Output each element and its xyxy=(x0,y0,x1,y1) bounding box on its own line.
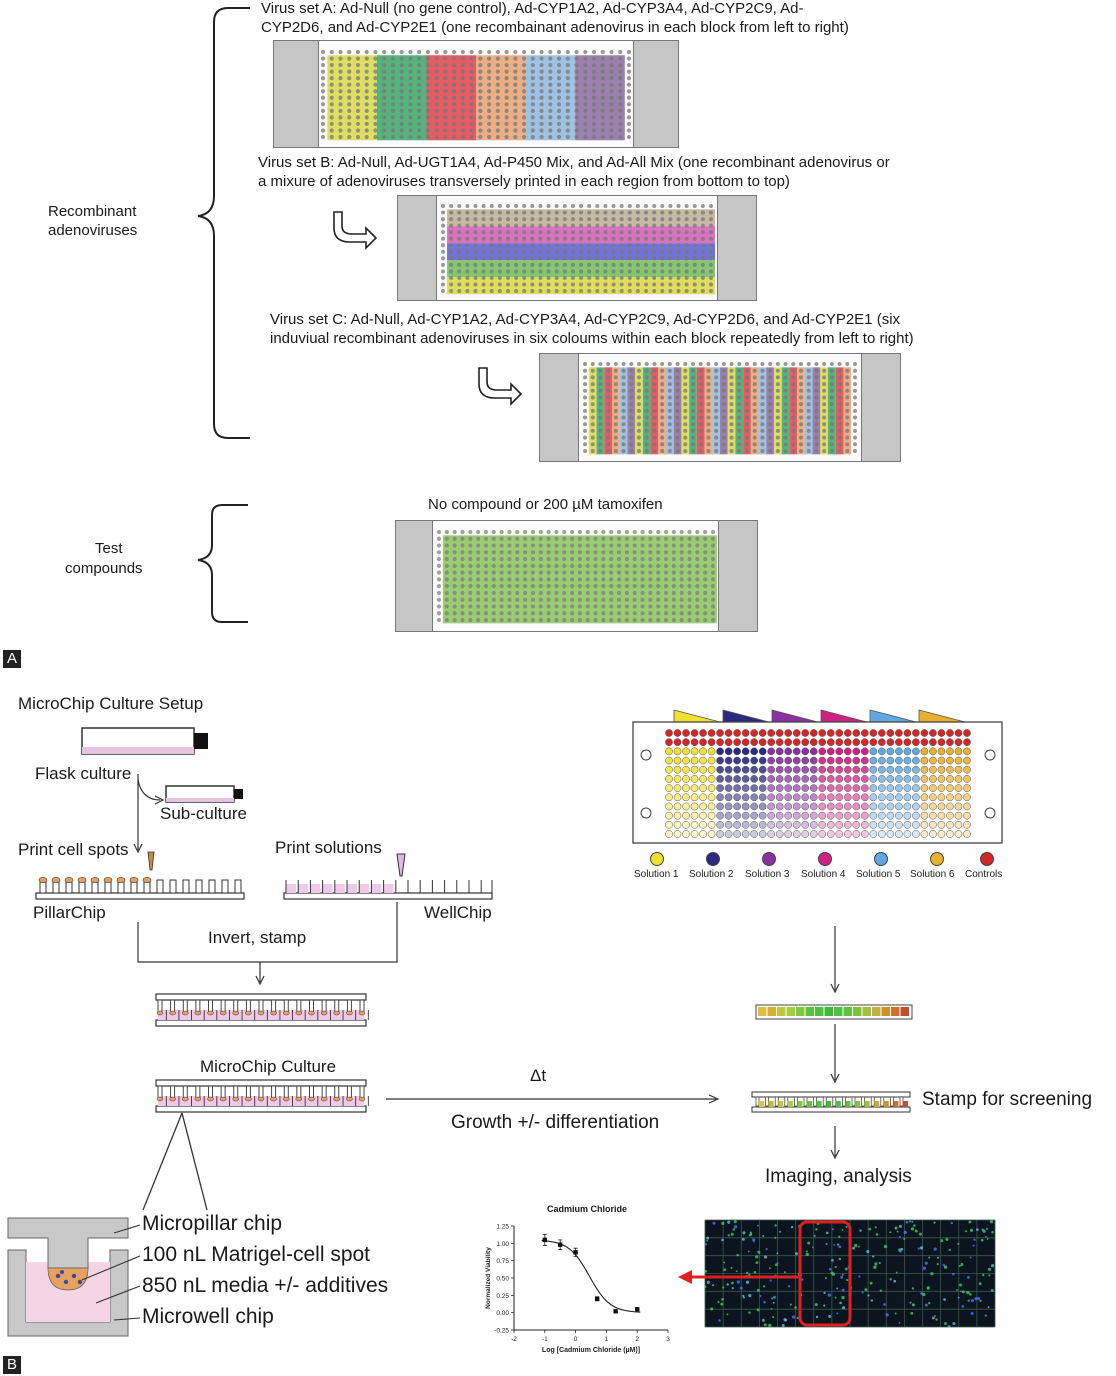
y-axis-label: Normalized Viability xyxy=(485,1247,492,1309)
x-tick-label: 3 xyxy=(666,1336,670,1343)
legend-label: Solution 4 xyxy=(801,869,846,880)
legend-swatch xyxy=(818,852,832,866)
legend-swatch xyxy=(874,852,888,866)
legend-label: Solution 5 xyxy=(856,869,901,880)
print-solutions-label: Print solutions xyxy=(275,838,382,857)
print-cell-spots-label: Print cell spots xyxy=(18,840,129,859)
x-tick-label: 1 xyxy=(605,1336,609,1343)
panel-b-tag: B xyxy=(3,1356,21,1374)
stamped-chip-icon xyxy=(155,993,369,1027)
chip-set-a xyxy=(273,40,679,148)
microchip-culture-icon xyxy=(155,1079,369,1113)
chart-plot-area: -0.25 0.00 0.25 0.50 0.75 1.00 1.25 -2 -1 0 1 2 3Log… xyxy=(485,1224,670,1355)
flask-culture-label: Flask culture xyxy=(35,764,132,783)
invert-stamp-label: Invert, stamp xyxy=(208,928,307,947)
x-axis-label: Log [Cadmium Chloride (µM)] xyxy=(542,1347,640,1354)
cross-section-icon xyxy=(7,1217,129,1337)
y-tick-label: 0.00 xyxy=(496,1310,509,1317)
legend-item: Solution 3 xyxy=(740,852,796,882)
callout-micropillar: Micropillar chip xyxy=(142,1212,283,1235)
chip-set-b xyxy=(397,195,757,301)
panel-a-tag: A xyxy=(3,650,21,668)
chip-compounds xyxy=(395,520,758,632)
growth-label: Growth +/- differentiation xyxy=(451,1112,660,1133)
legend-swatch xyxy=(650,852,664,866)
chip-set-a-wells xyxy=(320,49,632,141)
virus-set-b-line1: Virus set B: Ad-Null, Ad-UGT1A4, Ad-P450… xyxy=(258,154,890,171)
legend-label: Controls xyxy=(965,869,1003,880)
solution-legend: Solution 1 Solution 2 Solution 3 Solutio… xyxy=(628,852,1008,882)
compounds-title: No compound or 200 µM tamoxifen xyxy=(428,496,663,513)
delta-t-label: Δt xyxy=(530,1066,547,1085)
data-point xyxy=(613,1309,618,1314)
legend-swatch xyxy=(706,852,720,866)
legend-item: Controls xyxy=(964,852,1008,882)
chart-title: Cadmium Chloride xyxy=(547,1204,628,1214)
subculture-flask-icon xyxy=(165,785,243,803)
legend-label: Solution 2 xyxy=(689,869,734,880)
x-tick-label: -1 xyxy=(542,1336,548,1343)
chip-set-c-wells xyxy=(583,362,857,455)
legend-item: Solution 4 xyxy=(796,852,852,882)
data-point xyxy=(573,1250,578,1255)
y-tick-label: 1.00 xyxy=(496,1241,509,1248)
virus-set-a-line2: CYP2D6, and Ad-CYP2E1 (one recombainant … xyxy=(261,19,849,36)
chip-set-b-wells xyxy=(441,204,716,295)
fit-curve xyxy=(541,1240,641,1313)
viability-chart: Cadmium Chloride -0.25 0.00 0.25 0.50 0.75 1.… xyxy=(470,1200,680,1360)
y-tick-label: 0.75 xyxy=(496,1258,509,1265)
callout-matrigel: 100 nL Matrigel-cell spot xyxy=(142,1243,371,1266)
virus-set-c-line2: induviual recombinant adenoviruses in si… xyxy=(270,330,914,347)
virus-set-a-line1: Virus set A: Ad-Null (no gene control), … xyxy=(261,0,804,17)
test-label-line1: Test xyxy=(95,540,123,557)
data-point xyxy=(558,1242,563,1247)
callout-media: 850 nL media +/- additives xyxy=(142,1274,389,1297)
legend-label: Solution 3 xyxy=(745,869,790,880)
legend-item: Solution 6 xyxy=(908,852,964,882)
test-label-line2: compounds xyxy=(65,560,143,577)
legend-swatch xyxy=(980,852,994,866)
data-point xyxy=(635,1307,640,1312)
legend-swatch xyxy=(930,852,944,866)
x-tick-label: 2 xyxy=(635,1336,639,1343)
virus-set-b-line2: a mixure of adenoviruses transversely pr… xyxy=(258,173,790,190)
flask-icon xyxy=(81,727,208,755)
legend-swatch xyxy=(762,852,776,866)
x-tick-label: -2 xyxy=(511,1336,517,1343)
chip-compounds-wells xyxy=(436,529,717,624)
x-tick-label: 0 xyxy=(574,1336,578,1343)
pillar-chip-label: PillarChip xyxy=(33,903,106,922)
well-chip-label: WellChip xyxy=(424,903,492,922)
legend-item: Solution 5 xyxy=(852,852,908,882)
legend-label: Solution 6 xyxy=(910,869,955,880)
stamp-screening-label: Stamp for screening xyxy=(922,1089,1093,1110)
chip-set-c xyxy=(539,353,901,462)
legend-label: Solution 1 xyxy=(634,869,679,880)
sub-culture-label: Sub-culture xyxy=(160,804,247,823)
y-tick-label: 0.50 xyxy=(496,1276,509,1283)
data-point xyxy=(594,1296,600,1301)
recombinant-label-line2: adenoviruses xyxy=(48,222,138,239)
y-tick-label: -0.25 xyxy=(494,1328,509,1335)
legend-item: Solution 2 xyxy=(684,852,740,882)
setup-title: MicroChip Culture Setup xyxy=(18,694,204,713)
imaging-label: Imaging, analysis xyxy=(765,1166,912,1187)
legend-item: Solution 1 xyxy=(628,852,684,882)
y-tick-label: 1.25 xyxy=(496,1224,509,1231)
recombinant-label-line1: Recombinant xyxy=(48,203,137,220)
data-point xyxy=(542,1237,547,1243)
y-tick-label: 0.25 xyxy=(496,1293,509,1300)
virus-set-c-line1: Virus set C: Ad-Null, Ad-CYP1A2, Ad-CYP3… xyxy=(270,311,901,328)
microchip-culture-label: MicroChip Culture xyxy=(200,1057,337,1076)
callout-microwell: Microwell chip xyxy=(142,1305,274,1328)
pillar-chip-icon xyxy=(35,877,245,900)
